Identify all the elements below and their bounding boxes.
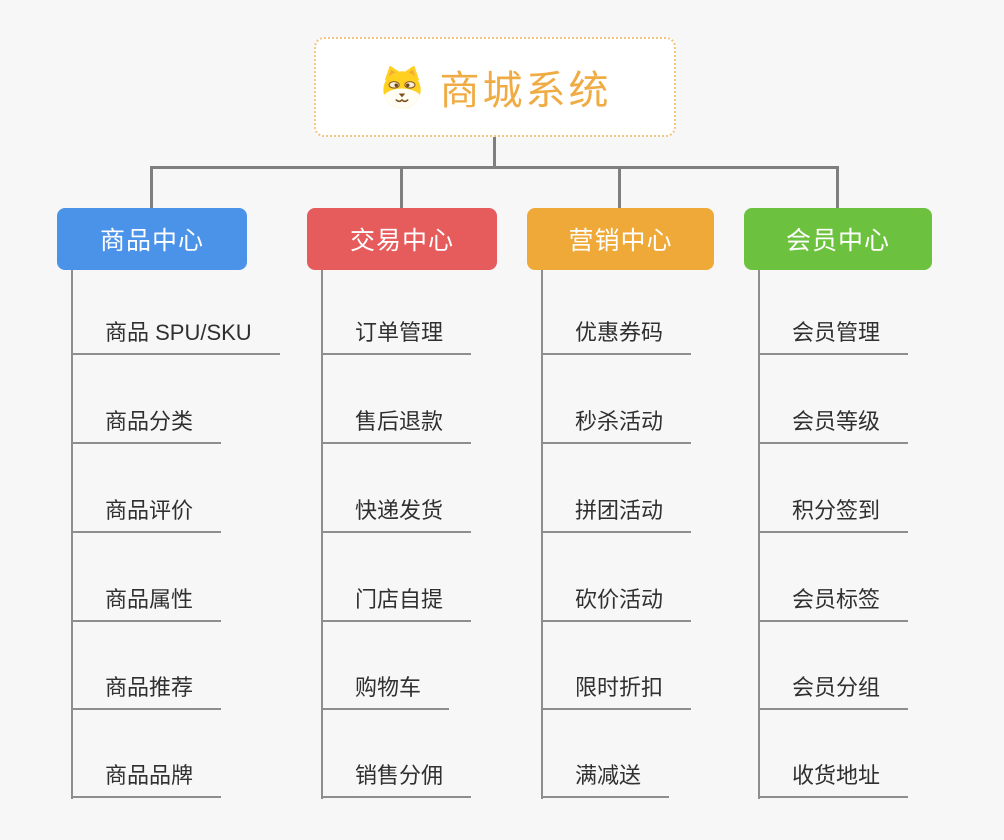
connector-horizontal xyxy=(150,166,839,169)
branch-child-line-member xyxy=(758,270,760,799)
leaf-node[interactable]: 会员分组 xyxy=(758,669,909,710)
leaf-node[interactable]: 购物车 xyxy=(321,669,450,710)
leaf-node[interactable]: 秒杀活动 xyxy=(541,403,692,444)
connector-root-stem xyxy=(493,137,496,168)
leaf-node[interactable]: 收货地址 xyxy=(758,757,909,798)
leaf-node[interactable]: 快递发货 xyxy=(321,492,472,533)
leaf-node[interactable]: 积分签到 xyxy=(758,492,909,533)
leaf-node[interactable]: 订单管理 xyxy=(321,314,472,355)
dog-face-icon xyxy=(379,64,425,110)
branch-child-line-marketing xyxy=(541,270,543,799)
branch-label: 商品中心 xyxy=(99,227,204,255)
leaf-node[interactable]: 商品推荐 xyxy=(71,669,222,710)
root-title: 商城系统 xyxy=(439,69,612,113)
leaf-node[interactable]: 商品 SPU/SKU xyxy=(71,314,280,355)
branch-member-center[interactable]: 会员中心 xyxy=(744,208,932,270)
leaf-node[interactable]: 限时折扣 xyxy=(541,669,692,710)
branch-label: 营销中心 xyxy=(568,227,673,255)
leaf-node[interactable]: 售后退款 xyxy=(321,403,472,444)
branch-label: 交易中心 xyxy=(349,227,454,255)
leaf-node[interactable]: 会员等级 xyxy=(758,403,909,444)
connector-drop-member xyxy=(836,166,839,208)
leaf-node[interactable]: 销售分佣 xyxy=(321,757,472,798)
leaf-node[interactable]: 满减送 xyxy=(541,757,670,798)
branch-marketing-center[interactable]: 营销中心 xyxy=(527,208,714,270)
leaf-node[interactable]: 会员标签 xyxy=(758,581,909,622)
branch-child-line-product xyxy=(71,270,73,799)
branch-child-line-trade xyxy=(321,270,323,799)
leaf-node[interactable]: 会员管理 xyxy=(758,314,909,355)
branch-trade-center[interactable]: 交易中心 xyxy=(307,208,497,270)
connector-drop-product xyxy=(150,166,153,208)
connector-drop-trade xyxy=(400,166,403,208)
leaf-node[interactable]: 商品品牌 xyxy=(71,757,222,798)
leaf-node[interactable]: 商品评价 xyxy=(71,492,222,533)
leaf-node[interactable]: 优惠券码 xyxy=(541,314,692,355)
leaf-node[interactable]: 门店自提 xyxy=(321,581,472,622)
leaf-node[interactable]: 砍价活动 xyxy=(541,581,692,622)
root-node[interactable]: 商城系统 xyxy=(314,37,676,137)
branch-label: 会员中心 xyxy=(785,227,890,255)
leaf-node[interactable]: 商品分类 xyxy=(71,403,222,444)
leaf-node[interactable]: 商品属性 xyxy=(71,581,222,622)
connector-drop-marketing xyxy=(618,166,621,208)
leaf-node[interactable]: 拼团活动 xyxy=(541,492,692,533)
branch-product-center[interactable]: 商品中心 xyxy=(57,208,247,270)
